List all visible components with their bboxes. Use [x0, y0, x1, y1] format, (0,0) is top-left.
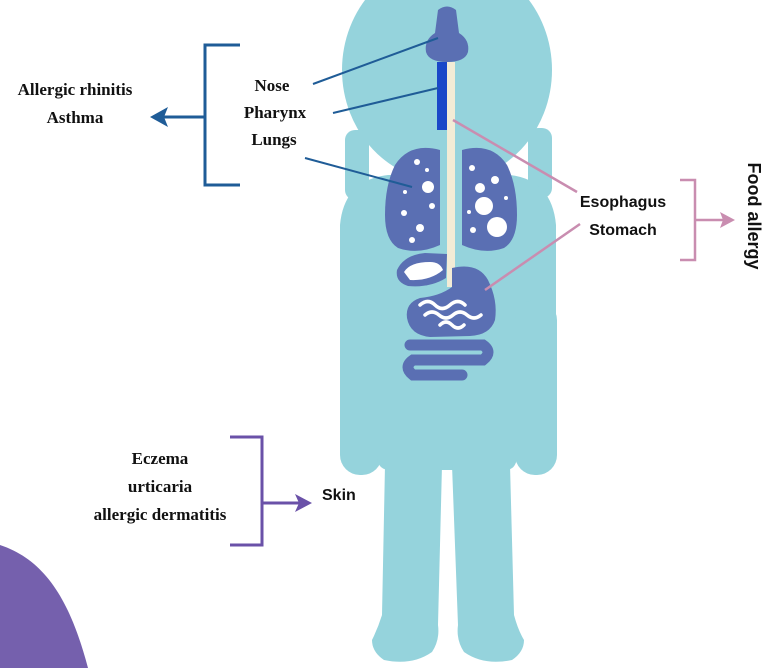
organ-label-lungs: Lungs [251, 130, 297, 149]
organ-label-nose: Nose [255, 76, 290, 95]
corner-decoration [0, 545, 88, 668]
condition-eczema: Eczema [132, 449, 189, 468]
condition-food-allergy: Food allergy [744, 162, 764, 269]
organ-label-esophagus: Esophagus [580, 194, 666, 211]
organ-label-stomach: Stomach [589, 222, 657, 239]
respiratory-bracket [205, 45, 240, 185]
digestive-bracket [680, 180, 695, 260]
condition-allergic-rhinitis: Allergic rhinitis [18, 80, 133, 99]
pharynx-tube [437, 62, 447, 130]
skin-bracket [230, 437, 262, 545]
organ-label-pharynx: Pharynx [244, 103, 307, 122]
condition-urticaria: urticaria [128, 477, 193, 496]
organ-label-skin: Skin [322, 487, 356, 504]
condition-allergic-dermatitis: allergic dermatitis [94, 505, 227, 524]
skin-group: Skin Eczema urticaria allergic dermatiti… [94, 437, 356, 545]
esophagus-tube [447, 62, 455, 287]
condition-asthma: Asthma [47, 108, 104, 127]
